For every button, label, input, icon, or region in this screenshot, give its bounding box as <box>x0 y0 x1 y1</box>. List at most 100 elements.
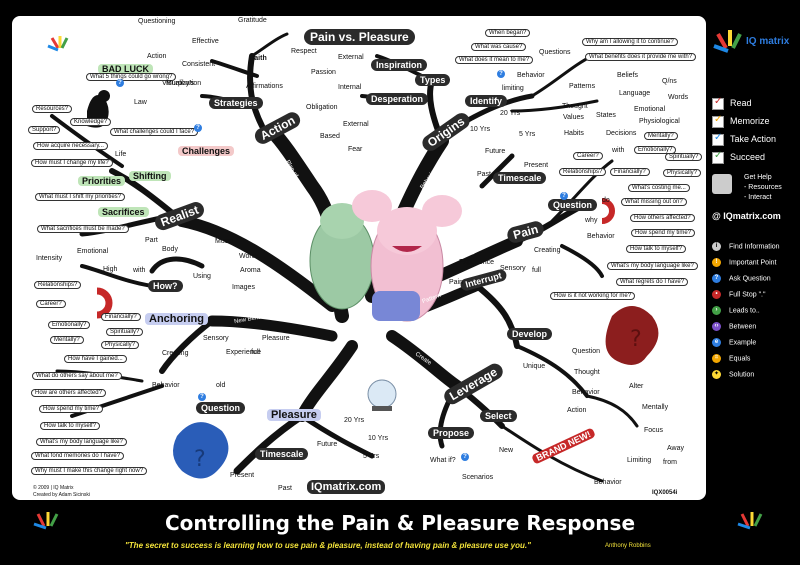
label-sensory2: Sensory <box>203 335 229 342</box>
checkbox-take-action[interactable]: ✓ <box>712 132 724 146</box>
label-develop: Develop <box>507 328 553 340</box>
question-cause: What was cause? <box>471 43 527 51</box>
label-priorities: Priorities <box>78 176 126 186</box>
label-timescale: Timescale <box>493 172 547 184</box>
question-icon: ? <box>497 70 505 78</box>
color-logo-mark <box>47 36 69 52</box>
question-benefits: What benefits does it provide me with? <box>585 53 697 61</box>
question-spiritually2: Spiritually? <box>106 328 144 336</box>
label-fear: Fear <box>348 146 363 153</box>
label-affirmations: Affirmations <box>246 83 283 90</box>
label-murphys: Murphy's <box>166 80 195 87</box>
label-behavior: Behavior <box>517 72 545 79</box>
question-mean: What does it mean to me? <box>455 56 534 64</box>
logo-mark-icon <box>737 512 763 530</box>
label-behavior-pain: Behavior <box>587 233 615 240</box>
logo-mark-icon <box>33 512 59 530</box>
question-relationships: Relationships? <box>559 168 607 176</box>
label-unique: Unique <box>523 363 546 370</box>
question-costing: What's costing me... <box>628 184 690 192</box>
label-values: Values <box>563 114 584 121</box>
label-language: Language <box>619 90 651 97</box>
branch-leverage <box>386 330 463 392</box>
connector-limiting: limiting <box>502 85 524 92</box>
poster-quote: "The secret to success is learning how t… <box>125 541 531 550</box>
label-timescale2: Timescale <box>255 448 309 460</box>
label-future: Future <box>485 148 506 155</box>
label-music: Music <box>215 238 234 245</box>
legend-leads-to: ›Leads to.. <box>712 306 760 315</box>
get-help[interactable]: Get Help <box>744 174 772 181</box>
label-behavior2: Behavior <box>152 382 180 389</box>
question-emotionally: Emotionally? <box>634 146 677 154</box>
label-external2: External <box>343 121 369 128</box>
checkbox-succeed[interactable]: ✓ <box>712 150 724 164</box>
label-desperation: Desperation <box>366 93 429 105</box>
question-icon: ? <box>560 192 568 200</box>
label-thought2: Thought <box>574 369 600 376</box>
question-icon: ? <box>116 79 124 87</box>
example-icon: e <box>712 338 721 347</box>
label-question-pain: Question <box>548 199 598 211</box>
label-inspiration: Inspiration <box>371 59 428 71</box>
label-bad-luck: BAD LUCK <box>98 64 153 74</box>
question-physically2: Physically? <box>101 341 140 349</box>
label-past2: Past <box>278 485 293 492</box>
question-resources: Resources? <box>32 105 73 113</box>
label-based: Based <box>320 133 340 140</box>
question-physically: Physically? <box>663 169 702 177</box>
question-talk2: How talk to myself? <box>40 422 101 430</box>
question-mentally: Mentally? <box>644 132 678 140</box>
important-icon: ! <box>712 258 721 267</box>
central-title: Pain vs. Pleasure <box>304 29 415 45</box>
label-propose: Propose <box>428 427 475 439</box>
solution-icon: ✦ <box>712 370 721 379</box>
question-icon: ? <box>198 393 206 401</box>
question-spend: How spend my time? <box>631 229 696 237</box>
label-scenarios: Scenarios <box>462 474 494 481</box>
label-strategies: Strategies <box>209 97 263 109</box>
label-away: Away <box>667 445 684 452</box>
question-not-working: How is it not working for me? <box>550 292 636 300</box>
branch-label-pleasure: Pleasure <box>267 409 321 421</box>
question-how-acquire: How acquire necessary... <box>33 142 108 150</box>
question-body-language: What's my body language like? <box>607 262 698 270</box>
label-alter: Alter <box>629 383 644 390</box>
question-make-change: Why must I make this change right now? <box>31 467 148 475</box>
label-focus: Focus <box>644 427 664 434</box>
connector-with2: with <box>612 147 625 154</box>
question-knowledge: Knowledge? <box>70 118 112 126</box>
checkbox-read[interactable]: ✓ <box>712 96 724 110</box>
label-how: How? <box>148 280 183 292</box>
label-visualization: Visualization <box>162 80 202 87</box>
question-sacrifices: What sacrifices must be made? <box>37 225 129 233</box>
label-emotional-b: Emotional <box>77 248 109 255</box>
help-checkmark-icon <box>712 174 732 194</box>
label-behavior4: Behavior <box>594 479 622 486</box>
label-external1: External <box>338 54 364 61</box>
question-why-allow: Why am I allowing it to continue? <box>582 38 678 46</box>
label-5yrs: 5 Yrs <box>519 131 536 138</box>
checklist-succeed: Succeed <box>730 152 766 162</box>
legend-equals: =Equals <box>712 354 750 363</box>
code-text: IQX0054i <box>652 490 678 496</box>
label-patterns: Patterns <box>569 83 596 90</box>
sidebar-site-link[interactable]: @ IQmatrix.com <box>712 211 781 221</box>
label-20yrs: 20 Yrs <box>500 110 521 117</box>
legend-solution: ✦Solution <box>712 370 755 379</box>
label-action: Action <box>147 53 167 60</box>
label-identify: Identify <box>465 95 508 107</box>
get-help-resources[interactable]: - Resources <box>744 184 782 191</box>
svg-text:?: ? <box>194 447 206 472</box>
label-high: High <box>103 266 118 273</box>
stop-icon: • <box>712 290 721 299</box>
iq-matrix-logo-icon <box>713 30 742 53</box>
get-help-interact[interactable]: - Interact <box>744 194 772 201</box>
label-words: Words <box>668 94 689 101</box>
question-memories: What fond memories do I have? <box>31 452 125 460</box>
checkbox-memorize[interactable]: ✓ <box>712 114 724 128</box>
legend-full-stop: •Full Stop "." <box>712 290 765 299</box>
checklist-take-action: Take Action <box>730 134 777 144</box>
label-gratitude: Gratitude <box>238 17 267 24</box>
